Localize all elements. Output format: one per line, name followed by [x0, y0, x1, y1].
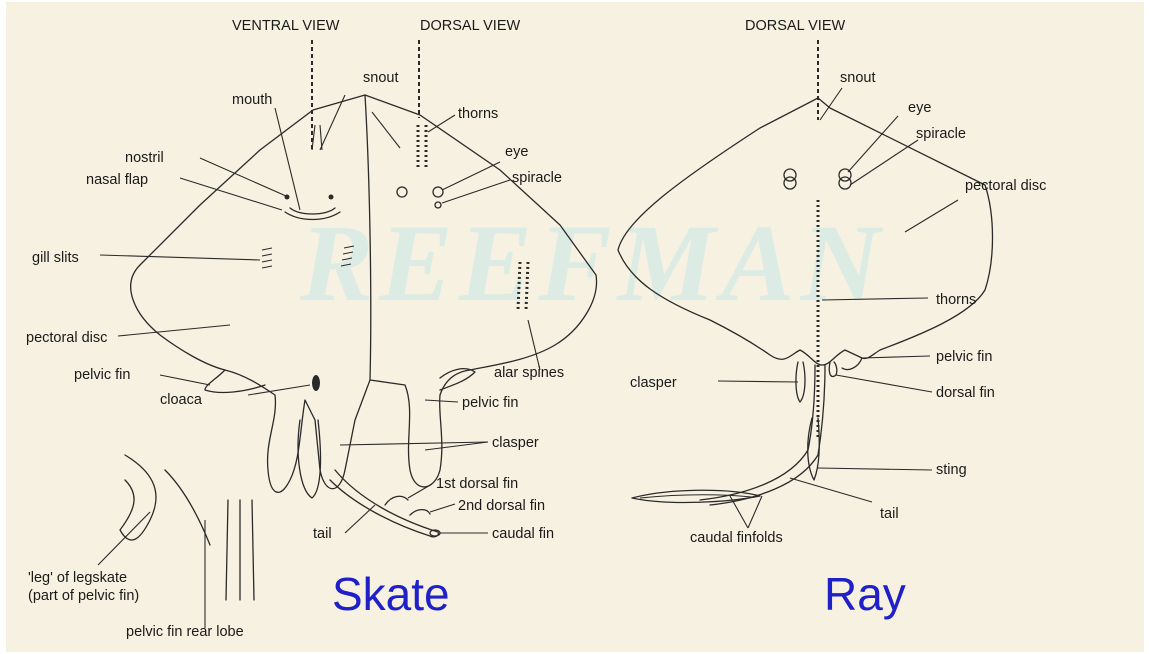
skate-label-clasper: clasper	[492, 435, 539, 451]
skate-label-nostril: nostril	[125, 150, 164, 166]
legskate-leg	[120, 455, 156, 540]
skate-label-pelvic-fin-right: pelvic fin	[462, 395, 518, 411]
legskate-rear-lobe	[226, 500, 254, 600]
watermark: REEFMAN	[299, 202, 886, 324]
ray-tail-edge	[710, 365, 825, 505]
skate-label-pelvic-fin-left: pelvic fin	[74, 367, 130, 383]
legskate-label-line1: 'leg' of legskate	[28, 570, 127, 586]
ray-label-sting: sting	[936, 462, 967, 478]
ray-label-eye: eye	[908, 100, 931, 116]
skate-tail	[330, 470, 438, 537]
skate-title: Skate	[332, 568, 450, 620]
ray-label-dorsal-fin: dorsal fin	[936, 385, 995, 401]
skate-label-cloaca: cloaca	[160, 392, 203, 408]
skate-label-mouth: mouth	[232, 92, 272, 108]
ventral-view-label: VENTRAL VIEW	[232, 18, 340, 34]
ray-label-pelvic-fin: pelvic fin	[936, 349, 992, 365]
ray-label-pectoral-disc: pectoral disc	[965, 178, 1046, 194]
ray-dorsal-fin	[829, 362, 837, 377]
ray-label-spiracle: spiracle	[916, 126, 966, 142]
ray-spiracle-right	[839, 177, 851, 189]
skate-label-spiracle: spiracle	[512, 170, 562, 186]
skate-label-alar-spines: alar spines	[494, 365, 564, 381]
ray-label-clasper: clasper	[630, 375, 677, 391]
ray-pelvic-fin	[842, 358, 862, 370]
skate-label-second-dorsal-fin: 2nd dorsal fin	[458, 498, 545, 514]
ray-label-thorns: thorns	[936, 292, 976, 308]
skate-leader-lines	[98, 95, 540, 628]
ray-dorsal-view-label: DORSAL VIEW	[745, 18, 845, 34]
skate-label-eye: eye	[505, 144, 528, 160]
skate-eye-left	[397, 187, 407, 197]
legskate-body	[165, 470, 210, 545]
skate-label-nasal-flap: nasal flap	[86, 172, 148, 188]
ray-label-caudal-finfolds: caudal finfolds	[690, 530, 783, 546]
skate-dorsal-view-label: DORSAL VIEW	[420, 18, 520, 34]
skate-first-dorsal-fin	[385, 496, 408, 505]
skate-label-pectoral-disc: pectoral disc	[26, 330, 107, 346]
skate-pelvic-fin-right	[440, 369, 475, 390]
skate-label-tail: tail	[313, 526, 332, 542]
skate-nostril-right	[329, 195, 334, 200]
skate-label-snout: snout	[363, 70, 398, 86]
skate-drawing: VENTRAL VIEW DORSAL VIEW snout mouth tho…	[26, 18, 597, 640]
ray-caudal-finfold-inner	[640, 495, 752, 498]
skate-label-gill-slits: gill slits	[32, 250, 79, 266]
ray-sting	[808, 418, 819, 480]
skate-second-dorsal-fin	[410, 510, 430, 515]
ray-spiracle-left	[784, 177, 796, 189]
skate-label-first-dorsal-fin: 1st dorsal fin	[436, 476, 518, 492]
legskate-label-line2: (part of pelvic fin)	[28, 588, 139, 604]
skate-snout-groove	[312, 125, 322, 150]
skate-label-caudal-fin: caudal fin	[492, 526, 554, 542]
ray-label-snout: snout	[840, 70, 875, 86]
ray-label-tail: tail	[880, 506, 899, 522]
skate-gill-slits-left	[262, 248, 272, 268]
skate-label-thorns: thorns	[458, 106, 498, 122]
ray-title: Ray	[824, 568, 906, 620]
skate-cloaca	[312, 375, 320, 391]
skate-label-pelvic-rear-lobe: pelvic fin rear lobe	[126, 624, 244, 640]
skate-eye-right	[433, 187, 443, 197]
